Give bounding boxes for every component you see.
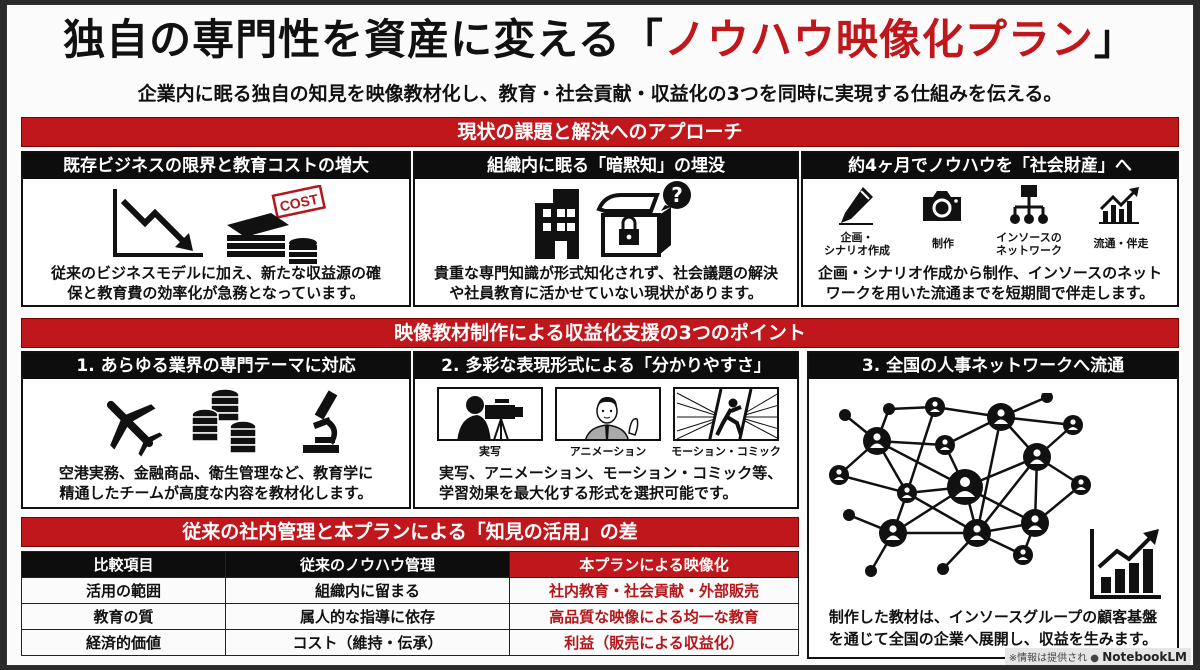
footer-brand: NotebookLM — [1102, 650, 1187, 664]
format-label: 実写 — [479, 445, 501, 458]
panel-text-line1: 貴重な専門知識が形式知化されず、社会議題の解決 — [434, 264, 778, 282]
cell-item: 経済的価値 — [21, 629, 226, 656]
microscope-icon — [303, 390, 339, 453]
cell-plan: 社内教育・社会貢献・外部販売 — [509, 577, 799, 604]
footer-credit: ※情報は提供され ● NotebookLM — [1004, 648, 1191, 665]
panel-text-line1: 企画・シナリオ作成から制作、インソースのネット — [817, 264, 1163, 282]
format-thumbnail-motion-comic — [673, 387, 779, 441]
section-bar-comparison: 従来の社内管理と本プランによる「知見の活用」の差 — [21, 517, 799, 547]
question-bubble-icon: ? — [661, 181, 691, 211]
cell-conventional: 属人的な指導に依存 — [225, 603, 510, 630]
airplane-icon — [106, 400, 163, 457]
panel-title: 組織内に眠る「暗黙知」の埋没 — [415, 153, 797, 179]
people-network-icon — [829, 393, 1091, 577]
section-bar-three-points: 映像教材制作による収益化支援の3つのポイント — [21, 318, 1179, 348]
step-production: 制作 — [903, 237, 983, 250]
locked-treasure-chest-icon — [596, 193, 671, 257]
panel-text-line1: 実写、アニメーション、モーション・コミック等、 — [439, 464, 783, 482]
table-row: 活用の範囲 組織内に留まる 社内教育・社会貢献・外部販売 — [21, 577, 799, 604]
title-suffix: 」 — [1093, 15, 1137, 64]
step-label: 企画・ — [840, 231, 874, 244]
step-label: ネットワーク — [996, 244, 1062, 257]
panel-business-limits: 既存ビジネスの限界と教育コストの増大 COST — [21, 151, 411, 307]
panel-text-line1: 制作した教材は、インソースグループの顧客基盤 — [828, 608, 1158, 626]
cell-item: 教育の質 — [21, 603, 226, 630]
panel-title: 1. あらゆる業界の専門テーマに対応 — [23, 353, 409, 379]
svg-text:?: ? — [671, 183, 683, 207]
step-label: 流通・伴走 — [1093, 237, 1149, 250]
table-row: 教育の質 属人的な指導に依存 高品質な映像による均一な教育 — [21, 603, 799, 630]
panel-text-line2: 学習効果を最大化する形式を選択可能です。 — [439, 484, 738, 502]
network-hierarchy-icon — [1010, 185, 1048, 224]
panel-text-line2: 保と教育費の効率化が急務となっています。 — [67, 284, 365, 302]
panel-point-3: 3. 全国の人事ネットワークへ流通 — [807, 351, 1179, 659]
step-label: インソースの — [996, 231, 1062, 244]
panel-title: 2. 多彩な表現形式による「分かりやすさ」 — [415, 353, 797, 379]
panel-text-line1: 空港実務、金融商品、衛生管理など、教育学に — [58, 464, 374, 482]
panel-title: 既存ビジネスの限界と教育コストの増大 — [23, 153, 409, 179]
panel-point-2: 2. 多彩な表現形式による「分かりやすさ」 — [413, 351, 799, 509]
panel-title: 約4ヶ月でノウハウを「社会財産」へ — [803, 153, 1177, 179]
infographic-slide: 独自の専門性を資産に変える「ノウハウ映像化プラン」 企業内に眠る独自の知見を映像… — [6, 4, 1194, 666]
pen-icon — [839, 187, 873, 225]
revenue-growth-icon — [1090, 529, 1161, 599]
camera-icon — [923, 191, 961, 221]
cell-conventional: コスト（維持・伝承） — [225, 629, 510, 656]
cell-plan: 利益（販売による収益化） — [509, 629, 799, 656]
panel-four-months: 約4ヶ月でノウハウを「社会財産」へ 企画・シナリオ作成 制作 インソースのネット… — [801, 151, 1179, 307]
format-thumbnail-animation — [555, 387, 661, 441]
format-label: アニメーション — [569, 445, 647, 458]
growth-chart-icon — [1099, 187, 1139, 224]
step-network: インソースのネットワーク — [989, 231, 1069, 257]
notebooklm-logo-icon: ● — [1090, 653, 1099, 664]
money-cost-icon: COST — [227, 185, 326, 264]
cell-plan: 高品質な映像による均一な教育 — [509, 603, 799, 630]
animated-presenter-icon — [585, 397, 639, 439]
format-label: モーション・コミック — [671, 445, 781, 458]
title-prefix: 独自の専門性を資産に変える「 — [63, 15, 664, 64]
cell-conventional: 組織内に留まる — [225, 577, 510, 604]
panel-text-line2: ワークを用いた流通までを短期間で伴走します。 — [825, 284, 1155, 302]
panel-text-line2: や社員教育に活かせていない現状があります。 — [449, 284, 763, 302]
cell-item: 活用の範囲 — [21, 577, 226, 604]
column-header: 本プランによる映像化 — [509, 551, 799, 578]
panel-text-line1: 従来のビジネスモデルに加え、新たな収益源の確 — [50, 264, 381, 282]
panel-tacit-knowledge: 組織内に眠る「暗黙知」の埋没 ? — [413, 151, 799, 307]
step-label: 制作 — [932, 237, 954, 250]
coin-stacks-icon — [191, 388, 257, 454]
step-distribution: 流通・伴走 — [1081, 237, 1161, 250]
panel-text-line2: を通じて全国の企業へ展開し、収益を生みます。 — [828, 630, 1158, 648]
section-bar-challenges: 現状の課題と解決へのアプローチ — [21, 117, 1179, 147]
step-label: シナリオ作成 — [824, 244, 890, 257]
comic-action-icon — [676, 389, 777, 439]
title-accent: ノウハウ映像化プラン — [663, 15, 1094, 64]
step-planning: 企画・シナリオ作成 — [817, 231, 897, 257]
office-building-icon — [535, 189, 579, 259]
comparison-table: 比較項目 従来のノウハウ管理 本プランによる映像化 活用の範囲 組織内に留まる … — [21, 551, 799, 656]
panel-title: 3. 全国の人事ネットワークへ流通 — [809, 353, 1177, 379]
column-header: 比較項目 — [21, 551, 226, 578]
table-header-row: 比較項目 従来のノウハウ管理 本プランによる映像化 — [21, 551, 799, 578]
page-title: 独自の専門性を資産に変える「ノウハウ映像化プラン」 — [7, 11, 1193, 69]
page-subtitle: 企業内に眠る独自の知見を映像教材化し、教育・社会貢献・収益化の3つを同時に実現す… — [137, 83, 1063, 105]
column-header: 従来のノウハウ管理 — [225, 551, 510, 578]
footer-note: ※情報は提供され — [1008, 653, 1088, 664]
declining-chart-icon — [113, 189, 203, 257]
panel-text-line2: 精通したチームが高度な内容を教材化します。 — [59, 484, 373, 502]
videographer-icon — [457, 396, 523, 439]
panel-point-1: 1. あらゆる業界の専門テーマに対応 — [21, 351, 411, 509]
format-thumbnail-live-action — [437, 387, 543, 441]
table-row: 経済的価値 コスト（維持・伝承） 利益（販売による収益化） — [21, 629, 799, 656]
